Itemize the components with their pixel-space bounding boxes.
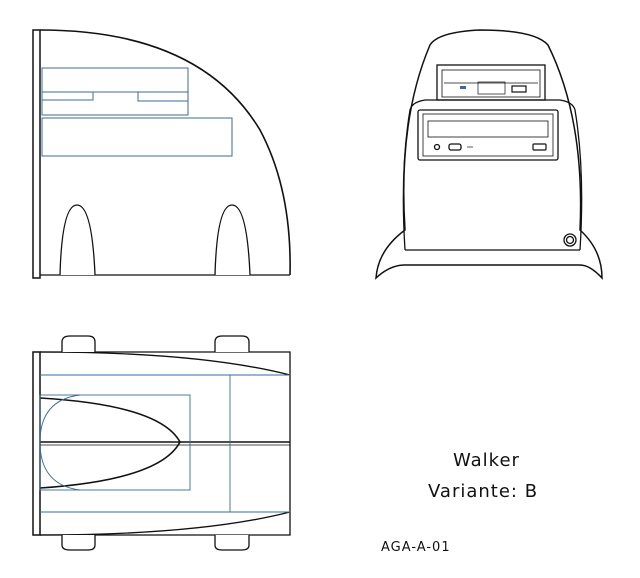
- top-view: [32, 335, 291, 551]
- front-view: [375, 29, 603, 280]
- drawing-title: Walker: [453, 450, 520, 471]
- variant-label: Variante: B: [428, 481, 539, 502]
- drawing-code: AGA-A-01: [381, 540, 451, 555]
- side-view: [32, 29, 291, 279]
